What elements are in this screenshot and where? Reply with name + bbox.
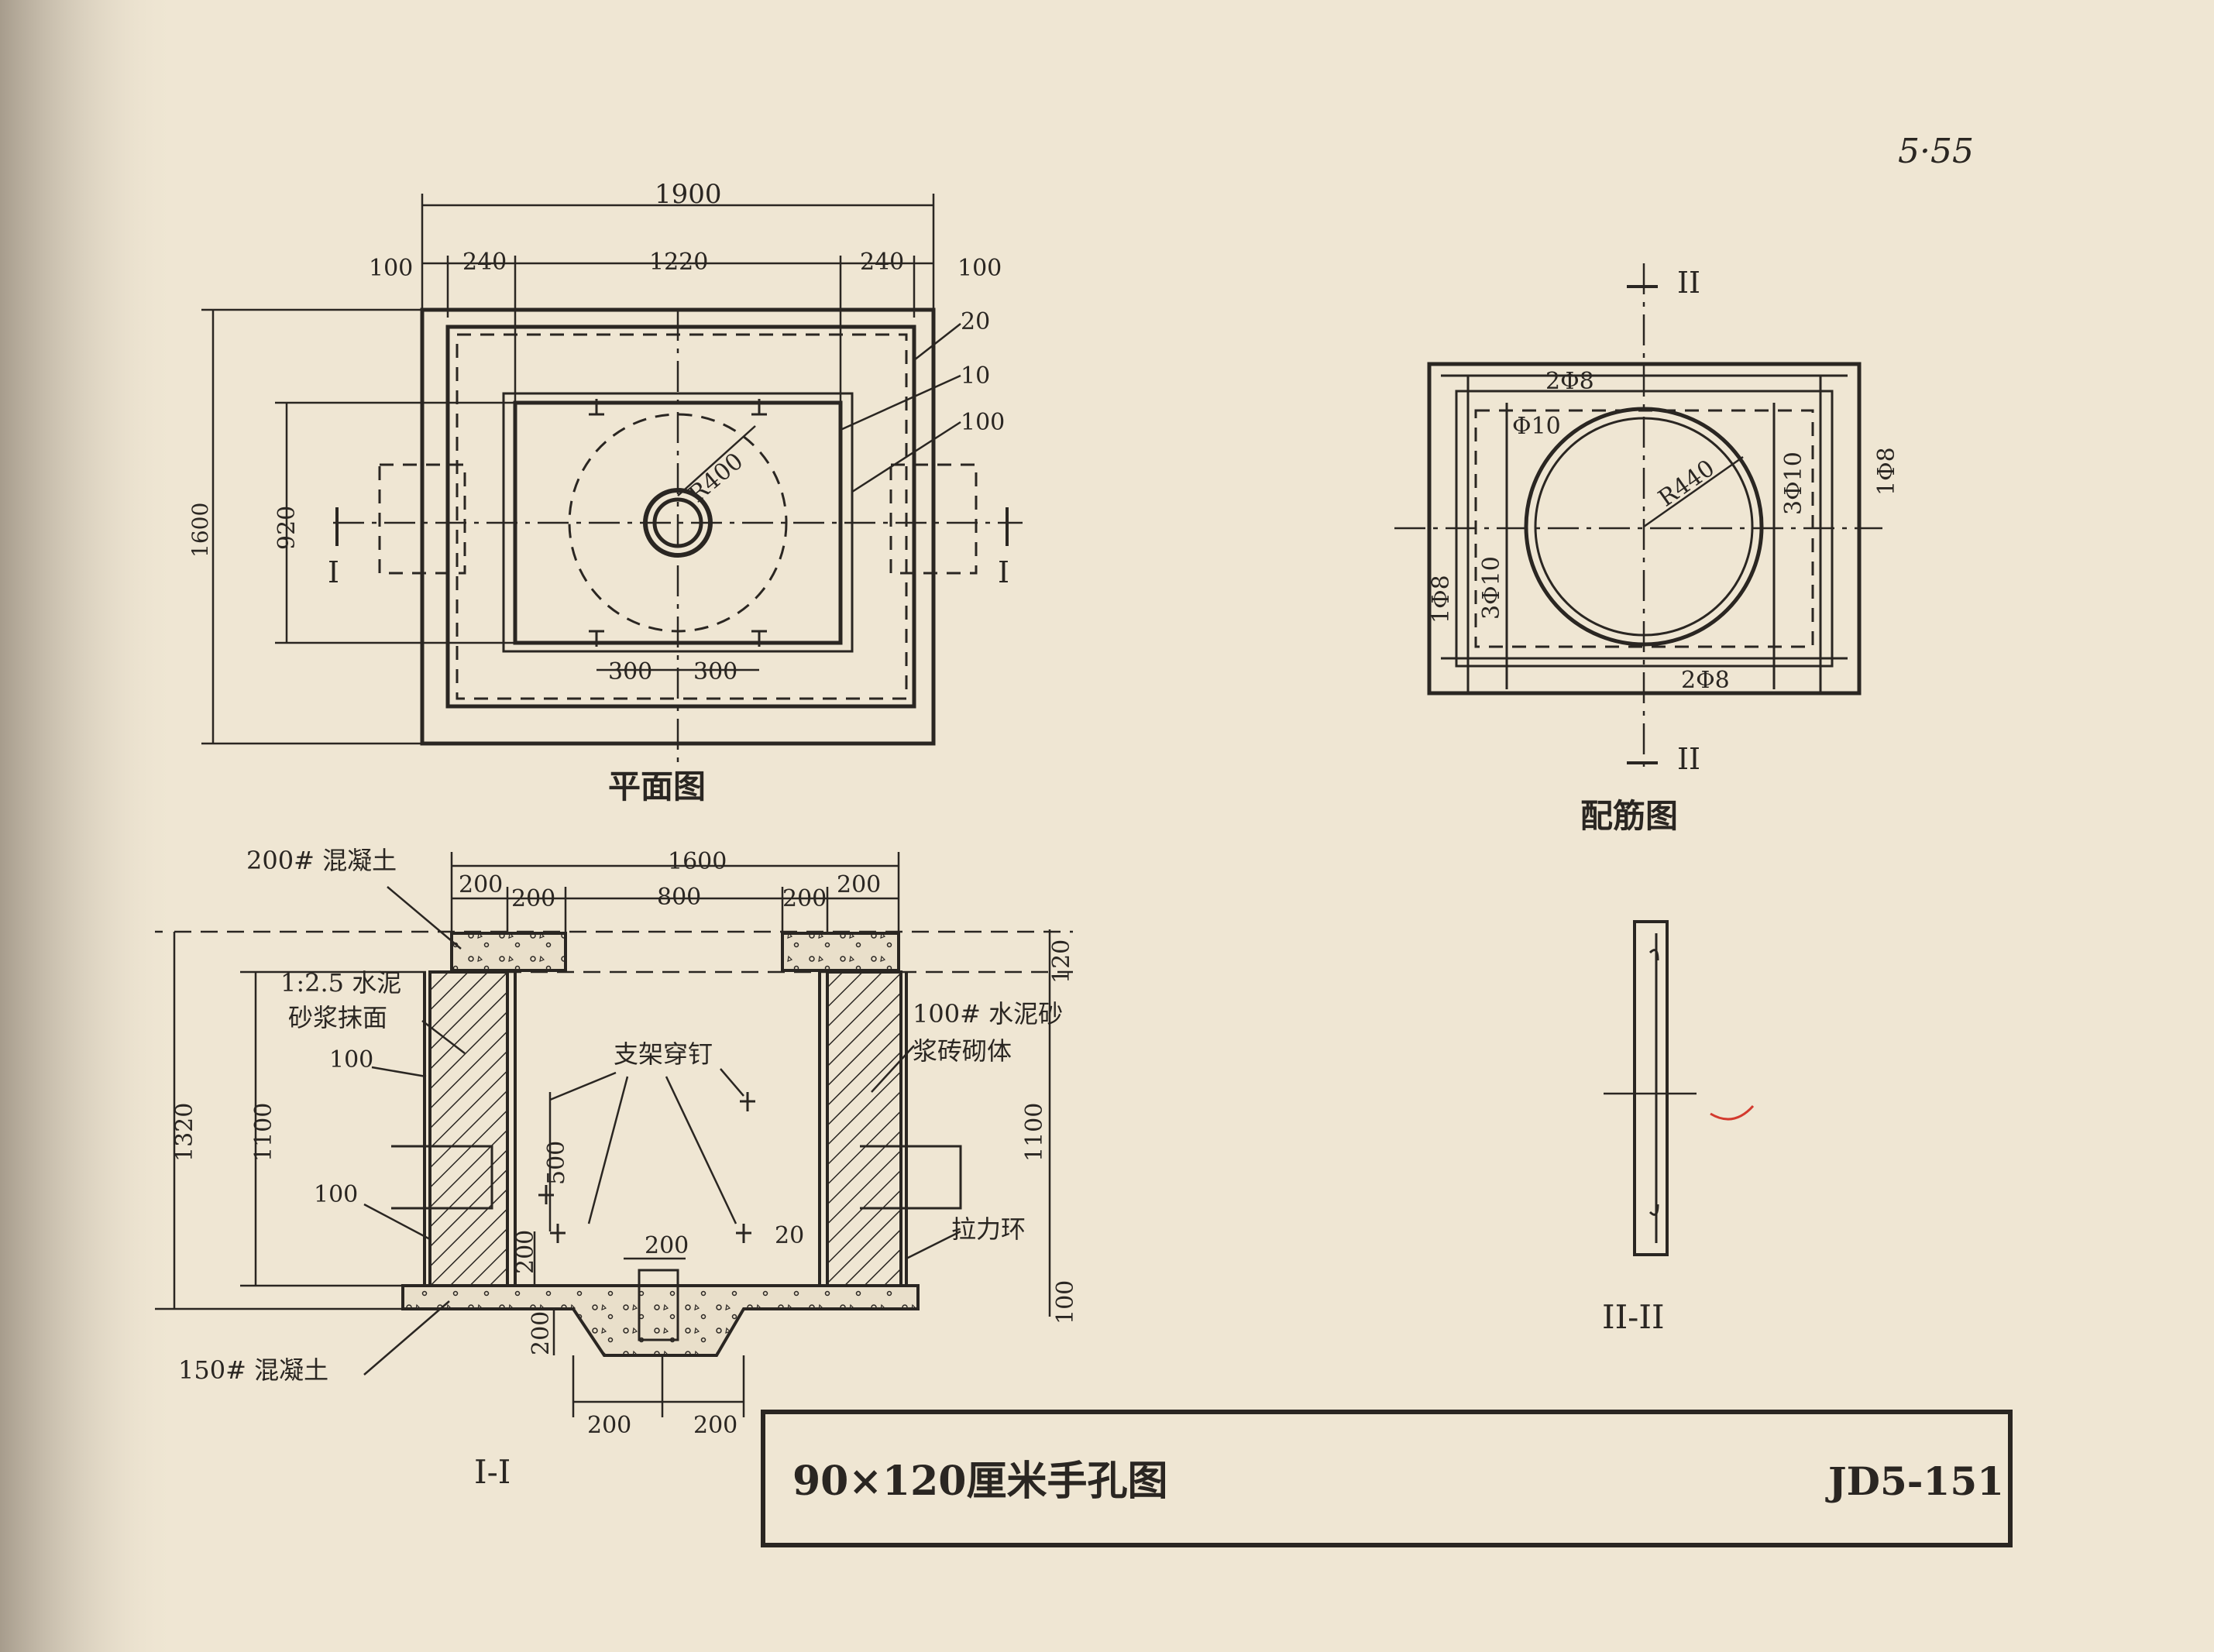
plan-view xyxy=(201,194,1023,767)
s1-dim-sump-width: 200 xyxy=(645,1232,689,1259)
s1-dim-sump-side-right: 200 xyxy=(693,1412,737,1439)
rebar-right-outer: 1Φ8 xyxy=(1873,447,1900,496)
plan-dim-right-wall: 240 xyxy=(860,249,904,276)
plan-dim-right-outer: 100 xyxy=(957,255,1002,282)
rebar-top-bar: 2Φ8 xyxy=(1545,368,1594,395)
page-number: 5·55 xyxy=(1898,132,1974,171)
plan-dim-radius: R400 xyxy=(684,448,749,508)
s1-dim-overall-height: 1320 xyxy=(171,1103,198,1162)
plan-dim-left-wall: 240 xyxy=(462,249,507,276)
note-bracket-nail: 支架穿钉 xyxy=(614,1039,713,1069)
plan-dim-offset-20: 20 xyxy=(961,308,990,335)
plan-dim-left-outer: 100 xyxy=(369,255,413,282)
plan-dim-inner-width: 1220 xyxy=(649,249,708,276)
s1-dim-inner-height-right: 1100 xyxy=(1021,1103,1048,1162)
red-pencil-mark xyxy=(1710,1104,1755,1121)
s1-dim-wall-100: 100 xyxy=(329,1046,373,1073)
drawing-title: 90×120厘米手孔图 xyxy=(792,1458,1167,1505)
section-2-view xyxy=(1604,920,1755,1256)
plan-dim-overall-width: 1900 xyxy=(655,179,722,210)
s1-dim-wall-left: 200 xyxy=(459,871,503,898)
s1-dim-gap-left: 200 xyxy=(511,885,555,912)
plan-title: 平面图 xyxy=(608,768,706,805)
plan-dim-inner-height: 920 xyxy=(273,506,301,550)
rebar-left-outer: 1Φ8 xyxy=(1428,575,1455,623)
rebar-right-inner: 3Φ10 xyxy=(1780,452,1807,515)
rebar-inner-bar: Φ10 xyxy=(1512,413,1561,440)
s1-dim-bracket-height: 500 xyxy=(543,1141,570,1185)
rebar-radius: R440 xyxy=(1654,455,1720,512)
s1-dim-wall-right: 200 xyxy=(837,871,881,898)
note-plaster-line1: 1:2.5 水泥 xyxy=(280,968,401,998)
note-pull-ring: 拉力环 xyxy=(951,1214,1026,1244)
s1-dim-overall-width: 1600 xyxy=(668,848,727,875)
note-plaster-line2: 砂浆抹面 xyxy=(288,1003,387,1032)
spine-shadow xyxy=(0,0,178,1652)
note-base-concrete: 150# 混凝土 xyxy=(178,1355,328,1385)
s1-dim-inner-height-left: 1100 xyxy=(250,1103,277,1162)
plan-dim-bottom-right: 300 xyxy=(693,658,737,685)
plan-section-mark-left: I xyxy=(328,555,339,589)
rebar-left-inner: 3Φ10 xyxy=(1478,556,1505,620)
section-1-title: I-I xyxy=(474,1453,511,1491)
rebar-bottom-bar: 2Φ8 xyxy=(1681,667,1730,694)
plan-dim-bottom-left: 300 xyxy=(608,658,652,685)
note-brick-line2: 浆砖砌体 xyxy=(913,1036,1012,1066)
s1-dim-opening: 800 xyxy=(657,884,701,911)
s1-dim-bottom-100-left: 100 xyxy=(314,1181,358,1208)
plan-dim-offset-100: 100 xyxy=(961,409,1005,436)
drawing-code: JD5-151 xyxy=(1825,1458,2004,1504)
plan-section-mark-right: I xyxy=(998,555,1009,589)
title-block xyxy=(761,1410,2013,1547)
s1-dim-top-slab: 120 xyxy=(1048,939,1075,984)
s1-dim-gap-20: 20 xyxy=(775,1222,804,1249)
rebar-view xyxy=(1394,263,1882,774)
rebar-section-mark-top: II xyxy=(1677,266,1700,300)
section-2-title: II-II xyxy=(1602,1298,1665,1336)
rebar-title: 配筋图 xyxy=(1580,797,1678,835)
s1-dim-base-200: 200 xyxy=(512,1230,539,1274)
s1-dim-sump-depth: 200 xyxy=(528,1311,555,1355)
note-brick-line1: 100# 水泥砂 xyxy=(913,999,1063,1029)
s1-dim-sump-side-left: 200 xyxy=(587,1412,631,1439)
s1-dim-gap-right: 200 xyxy=(782,885,827,912)
plan-dim-overall-height: 1600 xyxy=(187,503,213,558)
section-1-view xyxy=(155,852,1073,1417)
rebar-section-mark-bottom: II xyxy=(1677,742,1700,776)
plan-dim-offset-10: 10 xyxy=(961,362,990,390)
note-top-concrete: 200# 混凝土 xyxy=(246,846,397,875)
s1-dim-bottom-slab: 100 xyxy=(1052,1280,1079,1324)
